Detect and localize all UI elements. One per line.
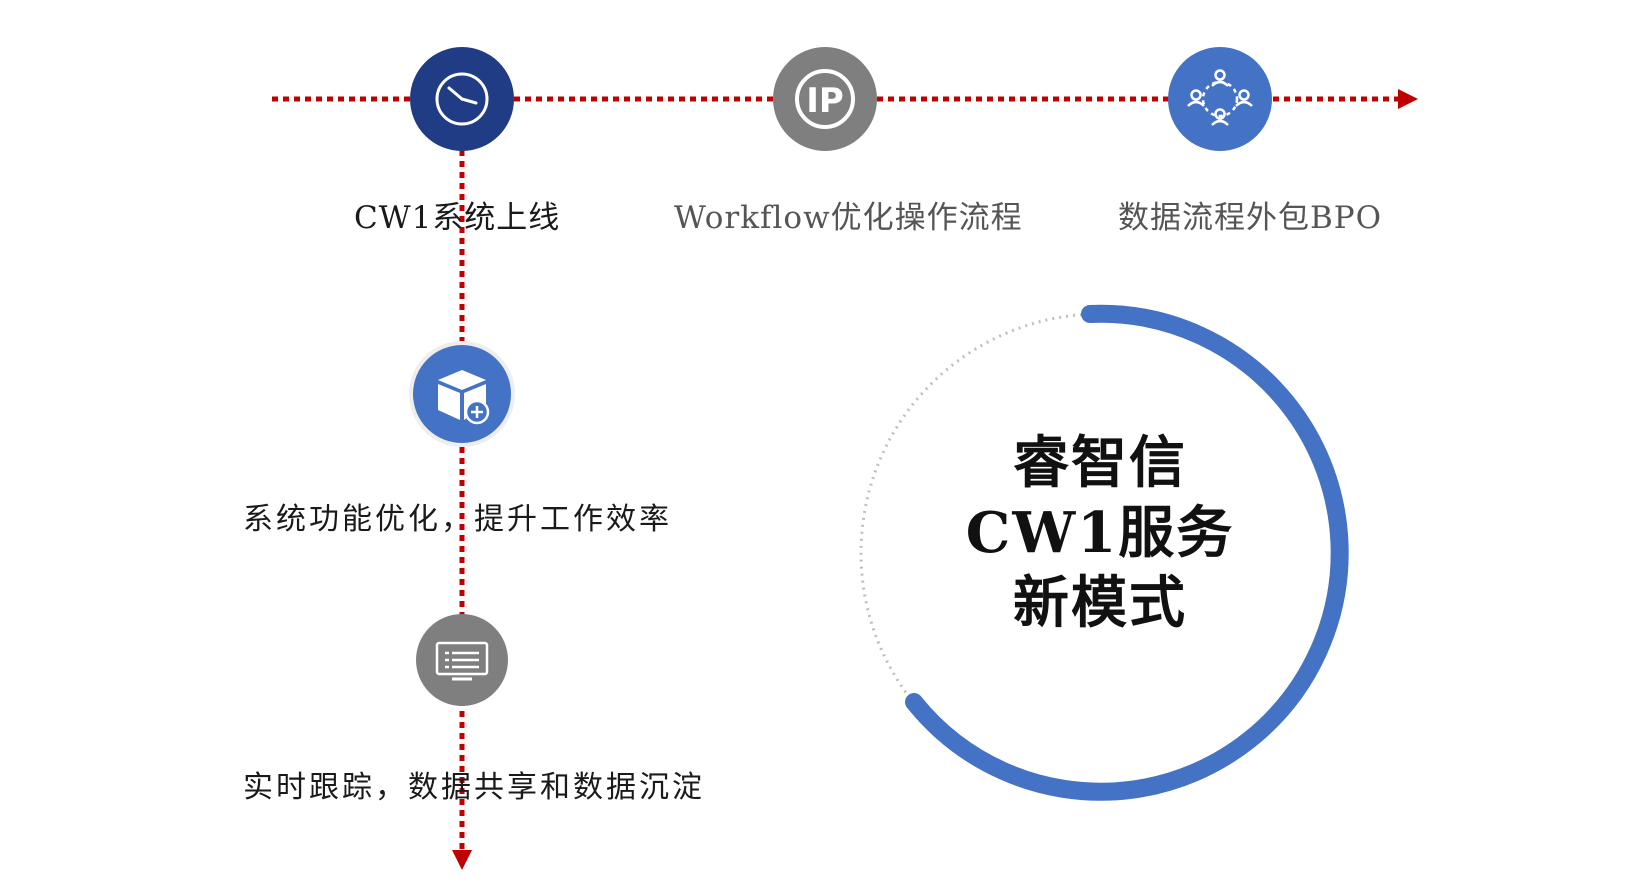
step-bpo-label: 数据流程外包BPO: [1118, 200, 1383, 236]
center-title-line3: 新模式: [1013, 570, 1187, 636]
step-bpo-node: [1168, 47, 1272, 151]
step-workflow-node: IP: [773, 47, 877, 151]
step-workflow-label: Workflow优化操作流程: [674, 200, 1023, 236]
center-title-line1: 睿智信: [1013, 430, 1187, 496]
step-tracking-label: 实时跟踪，数据共享和数据沉淀: [243, 770, 705, 805]
horizontal-arrowhead: [1398, 89, 1418, 109]
ip-icon: IP: [795, 69, 855, 129]
vertical-arrowhead: [452, 850, 472, 870]
step-optimize-node: [409, 341, 515, 447]
svg-text:IP: IP: [806, 81, 844, 121]
center-title: 睿智信 CW1服务 新模式: [870, 428, 1330, 638]
step-cw1-label: CW1系统上线: [354, 200, 561, 236]
monitor-list-icon: [435, 641, 489, 681]
people-network-icon: [1187, 69, 1253, 126]
clock-icon: [435, 72, 489, 126]
step-optimize-label: 系统功能优化，提升工作效率: [243, 502, 672, 537]
ring-arc: [905, 304, 1349, 801]
step-cw1-node: [410, 47, 514, 151]
step-tracking-node: [416, 614, 508, 706]
center-title-line2: CW1服务: [965, 500, 1235, 566]
box-add-icon: [438, 370, 490, 425]
